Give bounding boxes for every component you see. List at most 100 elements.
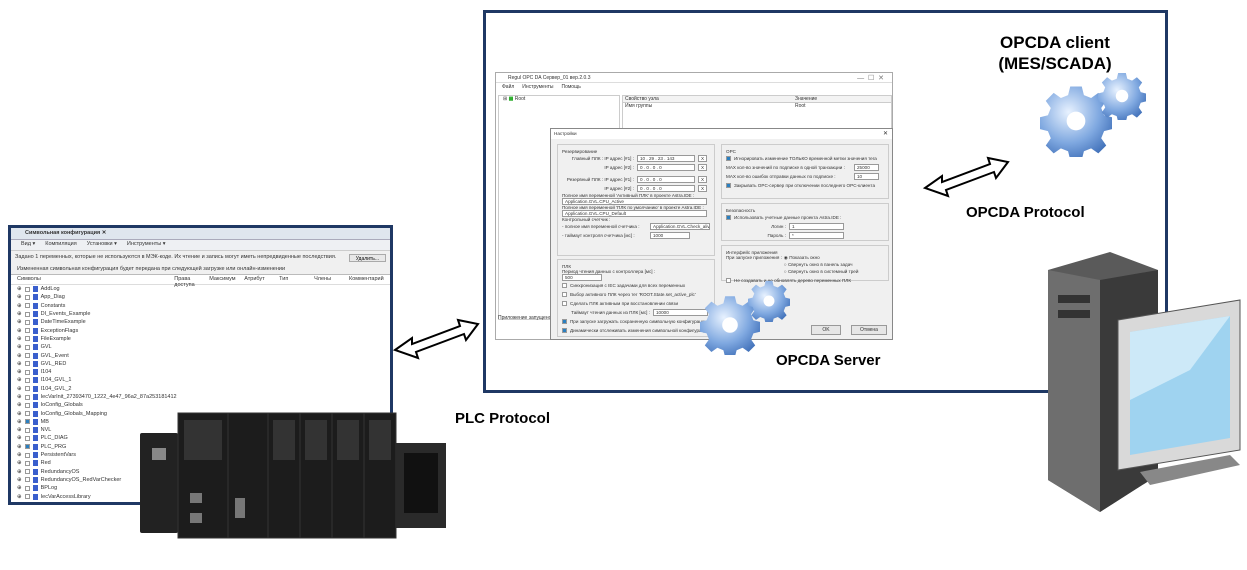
- col-access[interactable]: Права доступа: [174, 276, 195, 288]
- symbol-checkbox[interactable]: [24, 361, 30, 367]
- expand-icon[interactable]: ⊕: [17, 443, 22, 450]
- symbol-checkbox[interactable]: [24, 344, 30, 350]
- symbol-checkbox[interactable]: [24, 494, 30, 500]
- ok-button[interactable]: OK: [811, 325, 841, 335]
- list-item[interactable]: ⊕AddLog: [11, 285, 390, 293]
- counter-name-input[interactable]: Application.GVL.Check_alive: [650, 223, 710, 230]
- list-item[interactable]: ⊕RedundancyOS_RedVarChecker: [11, 476, 390, 484]
- symbol-checkbox[interactable]: [24, 294, 30, 300]
- symbol-checkbox[interactable]: [24, 319, 30, 325]
- tools-menu[interactable]: Инструменты ▾: [126, 241, 166, 247]
- clear-button[interactable]: X: [698, 155, 708, 162]
- expand-icon[interactable]: ⊕: [17, 410, 22, 417]
- expand-icon[interactable]: ⊕: [17, 485, 22, 492]
- option-checkbox[interactable]: [562, 292, 567, 297]
- symbol-checkbox[interactable]: [24, 485, 30, 491]
- symbol-checkbox[interactable]: [24, 460, 30, 466]
- symbol-checkbox[interactable]: [24, 311, 30, 317]
- symbol-checkbox[interactable]: [24, 477, 30, 483]
- symbol-checkbox[interactable]: [24, 411, 30, 417]
- symbol-checkbox[interactable]: [24, 452, 30, 458]
- list-item[interactable]: ⊕DateTimeExample: [11, 318, 390, 326]
- cancel-button[interactable]: Отмена: [851, 325, 887, 335]
- expand-icon[interactable]: ⊕: [17, 294, 22, 301]
- symbol-checkbox[interactable]: [24, 377, 30, 383]
- list-item[interactable]: ⊕MB: [11, 418, 390, 426]
- expand-icon[interactable]: ⊕: [17, 352, 22, 359]
- tree-root[interactable]: Root: [514, 96, 526, 102]
- expand-icon[interactable]: ⊕: [17, 435, 22, 442]
- expand-icon[interactable]: ⊕: [17, 402, 22, 409]
- list-item[interactable]: ⊕FileExample: [11, 335, 390, 343]
- expand-icon[interactable]: ⊕: [17, 344, 22, 351]
- list-item[interactable]: ⊕IecVarAccessLibrary: [11, 492, 390, 500]
- clear-button[interactable]: X: [698, 176, 708, 183]
- list-item[interactable]: ⊕DI_Events_Example: [11, 310, 390, 318]
- expand-icon[interactable]: ⊕: [17, 377, 22, 384]
- list-item[interactable]: ⊕IoConfig_Globals: [11, 401, 390, 409]
- clear-button[interactable]: X: [698, 164, 708, 171]
- list-item[interactable]: ⊕PLC_DIAG: [11, 434, 390, 442]
- no-tree-checkbox[interactable]: [726, 278, 731, 283]
- max-errors-input[interactable]: 10: [854, 173, 879, 180]
- symbol-checkbox[interactable]: [24, 419, 30, 425]
- settings-menu[interactable]: Установки ▾: [86, 241, 117, 247]
- list-item[interactable]: ⊕Constants: [11, 302, 390, 310]
- col-members[interactable]: Члены: [314, 276, 332, 282]
- view-menu[interactable]: Вид ▾: [21, 241, 36, 247]
- expand-icon[interactable]: ⊕: [17, 302, 22, 309]
- menu-file[interactable]: Файл: [502, 84, 515, 90]
- col-comment[interactable]: Комментарий: [349, 276, 384, 282]
- expand-icon[interactable]: ⊕: [17, 493, 22, 500]
- col-symbols[interactable]: Символы: [17, 276, 41, 282]
- list-item[interactable]: ⊕App_Diag: [11, 293, 390, 301]
- expand-icon[interactable]: ⊕: [17, 327, 22, 334]
- list-item[interactable]: ⊕GVL_Event: [11, 351, 390, 359]
- list-item[interactable]: ⊕RedundancyOS: [11, 468, 390, 476]
- menu-help[interactable]: Помощь: [561, 84, 581, 90]
- window-controls[interactable]: — ☐ ✕: [857, 75, 884, 82]
- symbol-checkbox[interactable]: [24, 303, 30, 309]
- expand-icon[interactable]: ⊕: [17, 476, 22, 483]
- delete-button[interactable]: Удалить...: [348, 254, 386, 262]
- expand-icon[interactable]: ⊕: [17, 394, 22, 400]
- read-timeout-input[interactable]: 10000: [653, 309, 708, 316]
- clear-button[interactable]: X: [698, 185, 708, 192]
- list-item[interactable]: ⊕BPLog: [11, 484, 390, 492]
- symbol-checkbox[interactable]: [24, 386, 30, 392]
- symbol-checkbox[interactable]: [24, 469, 30, 475]
- symbol-checkbox[interactable]: [24, 394, 30, 400]
- period-input[interactable]: 500: [562, 274, 602, 281]
- radio-button[interactable]: ○: [783, 262, 787, 267]
- use-creds-checkbox[interactable]: [726, 215, 731, 220]
- expand-icon[interactable]: ⊕: [17, 385, 22, 392]
- expand-icon[interactable]: ⊕: [17, 468, 22, 475]
- max-values-input[interactable]: 25000: [854, 164, 879, 171]
- symbol-checkbox[interactable]: [24, 435, 30, 441]
- list-item[interactable]: ⊕IoConfig_Globals_Mapping: [11, 409, 390, 417]
- password-input[interactable]: *: [789, 232, 844, 239]
- ignore-timestamp-checkbox[interactable]: [726, 156, 731, 161]
- col-value[interactable]: Значение: [795, 96, 818, 102]
- main-ip2-input[interactable]: 0 . 0 . 0 . 0: [637, 164, 695, 171]
- expand-icon[interactable]: ⊕: [17, 452, 22, 459]
- option-checkbox[interactable]: [562, 328, 567, 333]
- symbol-checkbox[interactable]: [24, 444, 30, 450]
- expand-icon[interactable]: ⊕: [17, 319, 22, 326]
- col-max[interactable]: Максимум: [209, 276, 236, 282]
- menu-tools[interactable]: Инструменты: [522, 84, 554, 90]
- option-checkbox[interactable]: [562, 301, 567, 306]
- radio-button[interactable]: ○: [783, 269, 787, 274]
- col-property[interactable]: Свойство узла: [625, 96, 659, 102]
- option-checkbox[interactable]: [562, 319, 567, 324]
- symbol-checkbox[interactable]: [24, 336, 30, 342]
- close-icon[interactable]: ✕: [882, 131, 888, 137]
- expand-icon[interactable]: ⊕: [17, 360, 22, 367]
- compile-button[interactable]: Компиляция: [45, 241, 77, 247]
- list-item[interactable]: ⊕Red: [11, 459, 390, 467]
- reserve-ip1-input[interactable]: 0 . 0 . 0 . 0: [637, 176, 695, 183]
- expand-icon[interactable]: ⊕: [17, 335, 22, 342]
- symbol-checkbox[interactable]: [24, 328, 30, 334]
- col-attribute[interactable]: Атрибут: [244, 276, 265, 282]
- list-item[interactable]: ⊕I104_GVL_2: [11, 385, 390, 393]
